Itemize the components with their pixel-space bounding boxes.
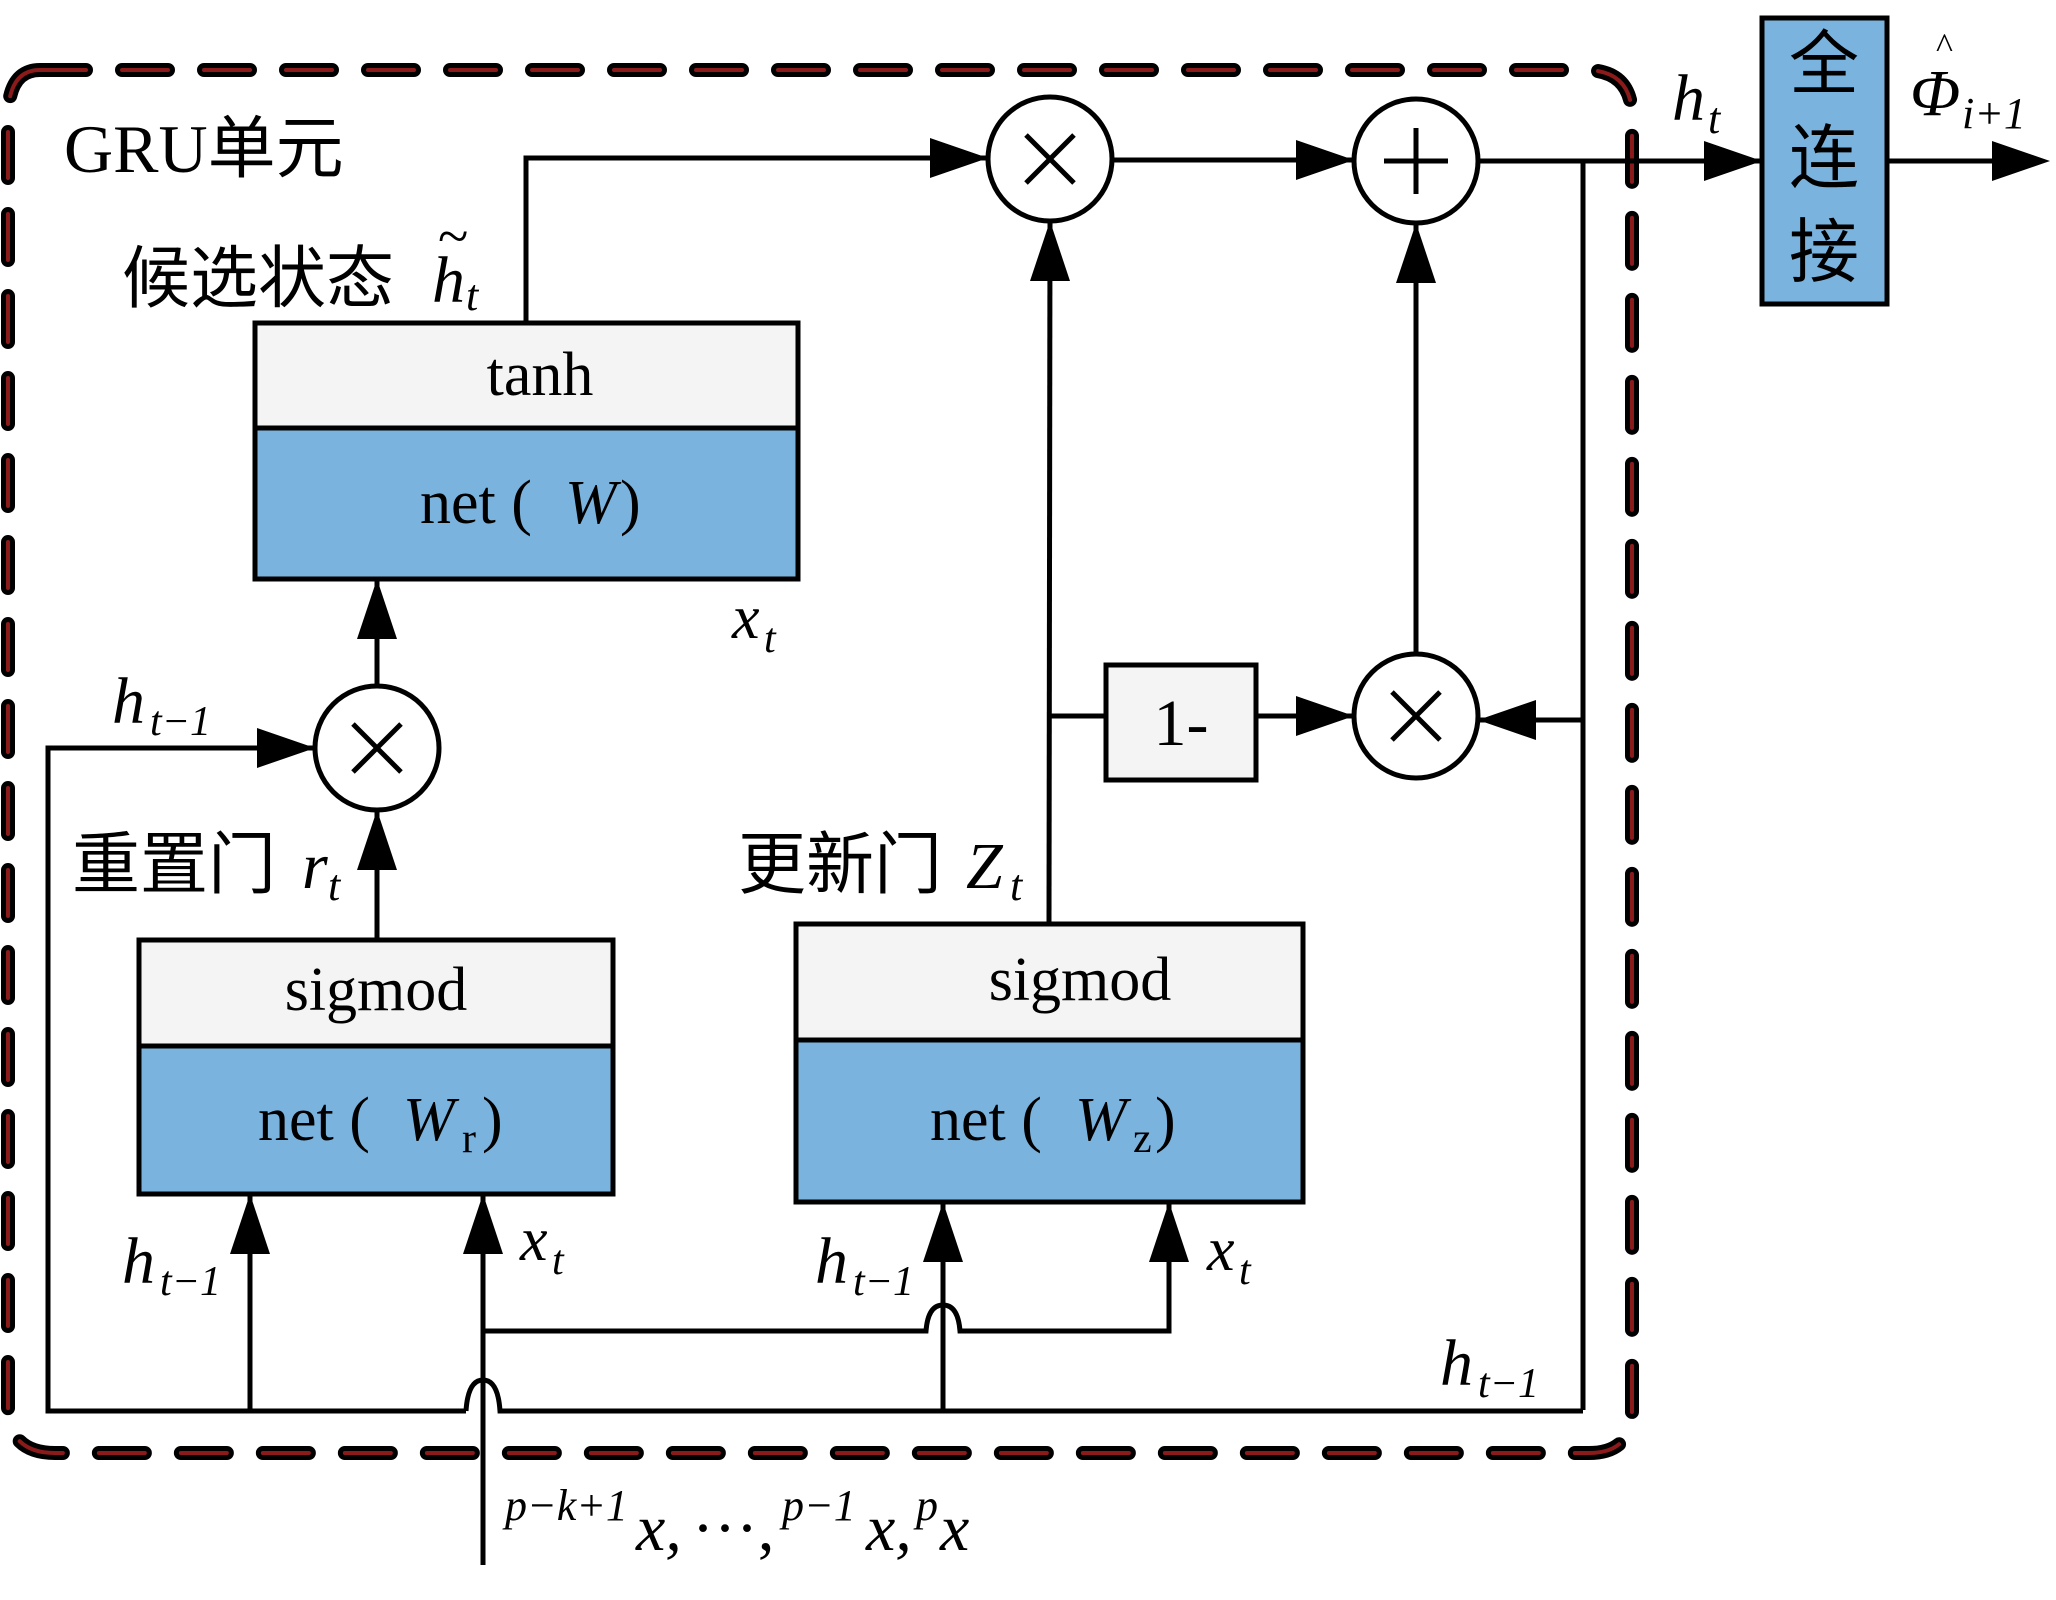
svg-text:t: t [1708, 94, 1722, 143]
svg-text:候选状态: 候选状态 [122, 241, 394, 317]
reset-gate-label: 重置门 r t [72, 827, 342, 910]
candidate-block: tanh net ( W ) [252, 320, 801, 582]
gru-unit-label: GRU单元 [64, 111, 344, 187]
ht-1-label-update-input: h t−1 [815, 1225, 914, 1305]
svg-text:t−1: t−1 [853, 1259, 914, 1305]
phi-output-label: ^ Φ i+1 [1910, 26, 2026, 138]
svg-text:W: W [565, 469, 622, 537]
svg-text:): ) [1155, 1086, 1176, 1154]
svg-text:全: 全 [1789, 27, 1859, 104]
svg-text:···,: ···, [692, 1492, 774, 1565]
svg-text:h: h [112, 665, 145, 738]
update-sigmoid [793, 921, 1306, 1043]
svg-text:tanh: tanh [487, 341, 594, 409]
ht-1-label-reset-input: h t−1 [122, 1225, 221, 1305]
svg-text:接: 接 [1789, 215, 1859, 292]
svg-text:x,: x, [635, 1492, 682, 1565]
svg-text:h: h [432, 244, 465, 317]
svg-text:t: t [466, 271, 480, 320]
svg-text:重置门: 重置门 [72, 827, 276, 903]
ht-output-label: h t [1672, 62, 1722, 143]
candidate-net [252, 425, 801, 582]
svg-text:x: x [731, 584, 760, 652]
svg-text:t−1: t−1 [1478, 1361, 1539, 1407]
svg-text:~: ~ [438, 206, 468, 268]
svg-text:net (: net ( [420, 469, 532, 537]
svg-text:t−1: t−1 [150, 699, 211, 745]
reset-net [136, 1043, 616, 1197]
svg-text:x: x [519, 1206, 548, 1274]
update-gate-label: 更新门 Z t [738, 827, 1024, 910]
top-multiply-node [985, 94, 1115, 224]
svg-text:t: t [764, 616, 777, 662]
svg-text:W: W [403, 1086, 460, 1154]
svg-text:x: x [939, 1492, 969, 1565]
one-minus-box [1103, 662, 1259, 783]
svg-text:Z: Z [966, 830, 1004, 903]
candidate-net-label: net ( W ) [420, 469, 641, 537]
svg-text:更新门: 更新门 [738, 827, 942, 903]
update-gate-block: sigmod net ( W z ) [793, 921, 1306, 1205]
tanh-activation [252, 320, 801, 431]
svg-text:h: h [815, 1225, 848, 1298]
svg-text:h: h [122, 1225, 155, 1298]
reset-net-label: net ( W r ) [258, 1086, 503, 1162]
svg-text:): ) [620, 469, 641, 537]
svg-text:t: t [552, 1238, 565, 1284]
svg-text:t: t [1239, 1248, 1252, 1294]
svg-text:x: x [1206, 1216, 1235, 1284]
fully-connected-block: 全 连 接 [1759, 15, 1890, 307]
svg-text:): ) [482, 1086, 503, 1154]
reset-gate-block: sigmod net ( W r ) [136, 937, 616, 1197]
svg-text:r: r [302, 830, 328, 903]
one-minus-label: 1- [1154, 687, 1209, 760]
svg-text:net (: net ( [930, 1086, 1042, 1154]
svg-text:z: z [1133, 1116, 1152, 1162]
svg-text:连: 连 [1789, 121, 1859, 198]
svg-text:p−1: p−1 [779, 1481, 856, 1530]
svg-text:Φ: Φ [1910, 57, 1960, 130]
svg-text:net (: net ( [258, 1086, 370, 1154]
svg-text:p−k+1: p−k+1 [502, 1481, 628, 1530]
lower-multiply-node [1351, 651, 1481, 781]
svg-text:sigmod: sigmod [989, 946, 1172, 1014]
add-node [1351, 96, 1481, 226]
candidate-state-label: 候选状态 h ~ t [122, 206, 480, 320]
svg-text:h: h [1440, 1327, 1473, 1400]
ht-1-label-bottom-right: h t−1 [1440, 1327, 1539, 1407]
svg-text:i+1: i+1 [1962, 89, 2026, 138]
update-net [793, 1037, 1306, 1205]
ht-1-label-reset-multiply: h t−1 [112, 665, 211, 745]
reset-multiply-node [312, 683, 442, 813]
svg-text:p: p [913, 1481, 938, 1530]
input-sequence-label: p−k+1 x, ···, p−1 x, p x [502, 1481, 969, 1565]
xt-label-update-input: x t [1206, 1216, 1252, 1294]
svg-text:r: r [462, 1116, 476, 1162]
gru-unit-border [1, 63, 1639, 1460]
svg-text:W: W [1075, 1086, 1132, 1154]
svg-text:^: ^ [1936, 26, 1953, 66]
update-net-label: net ( W z ) [930, 1086, 1176, 1162]
svg-text:t: t [1010, 861, 1024, 910]
candidate-xt-label: x t [731, 584, 777, 662]
arrowheads [230, 138, 2050, 1262]
svg-text:t−1: t−1 [160, 1259, 221, 1305]
svg-text:sigmod: sigmod [285, 956, 468, 1024]
svg-text:x,: x, [865, 1492, 912, 1565]
xt-label-reset-input: x t [519, 1206, 565, 1284]
svg-text:t: t [328, 861, 342, 910]
svg-text:h: h [1672, 62, 1705, 135]
